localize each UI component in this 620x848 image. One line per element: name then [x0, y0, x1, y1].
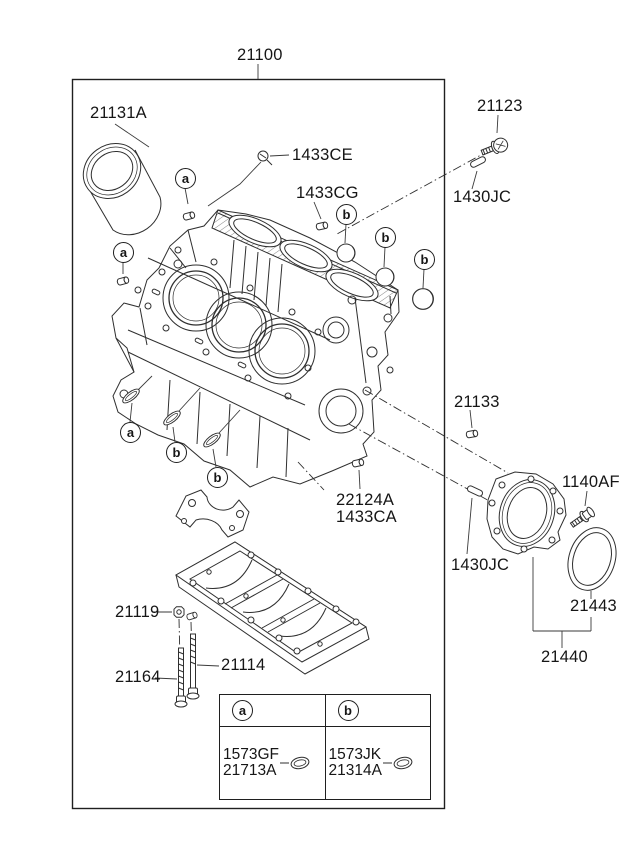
ref-letter-a: a — [232, 700, 253, 721]
part-label-21133[interactable]: 21133 — [454, 393, 500, 411]
diagram-frame — [71, 78, 446, 810]
ref-letter-b: b — [166, 442, 187, 463]
part-label-1430jc-rear[interactable]: 1430JC — [451, 556, 510, 574]
part-label-21440[interactable]: 21440 — [541, 648, 588, 666]
ref-letter-b: b — [414, 249, 435, 270]
legend-table-body: 1573GF 21713A 1573JK 21314A — [220, 727, 430, 799]
ref-letter-b: b — [375, 227, 396, 248]
part-label-21119[interactable]: 21119 — [115, 603, 160, 621]
part-label-21131a[interactable]: 21131A — [90, 104, 147, 122]
legend-table-header: a b — [220, 695, 430, 727]
legend-cell-b: 1573JK 21314A — [326, 727, 431, 799]
part-label-21114[interactable]: 21114 — [221, 656, 266, 674]
part-label-21100[interactable]: 21100 — [237, 46, 283, 64]
cylinder-liner-drawing — [82, 143, 162, 236]
part-label-1433ce[interactable]: 1433CE — [292, 146, 353, 164]
ref-letter-b: b — [337, 700, 359, 721]
part-label-1430jc-top[interactable]: 1430JC — [453, 188, 512, 206]
legend-header-a: a — [220, 695, 326, 726]
small-parts — [116, 137, 595, 708]
part-label-1573gf[interactable]: 1573GF — [223, 745, 280, 763]
cup-plug-icon — [382, 756, 413, 770]
ref-letter-b: b — [336, 204, 357, 225]
ref-letter-a: a — [120, 422, 141, 443]
ref-letter-a: a — [113, 242, 134, 263]
part-label-21164[interactable]: 21164 — [115, 668, 161, 686]
part-label-1433cg[interactable]: 1433CG — [296, 184, 359, 202]
ref-letter-b: b — [207, 467, 228, 488]
oring-seal-drawing — [567, 527, 617, 591]
part-label-22124a[interactable]: 22124A — [336, 491, 395, 509]
legend-table: a b 1573GF 21713A 1573JK 21314A — [219, 694, 431, 800]
part-label-21123[interactable]: 21123 — [477, 97, 523, 115]
bedplate-drawing — [175, 541, 370, 675]
leader-lines — [114, 64, 592, 680]
part-label-21314a[interactable]: 21314A — [328, 762, 382, 779]
seal-retainer-drawing — [486, 471, 567, 555]
part-label-1140af[interactable]: 1140AF — [562, 473, 620, 491]
part-label-1573jk[interactable]: 1573JK — [328, 745, 382, 763]
legend-cell-a: 1573GF 21713A — [220, 727, 326, 799]
legend-header-b: b — [326, 695, 431, 726]
bearing-cap-drawing — [175, 489, 250, 538]
part-label-21713a[interactable]: 21713A — [223, 762, 277, 779]
engine-block-drawing — [111, 209, 400, 488]
ref-letter-a: a — [175, 168, 196, 189]
part-label-1433ca[interactable]: 1433CA — [336, 508, 397, 526]
cup-plug-icon — [280, 756, 310, 770]
part-label-21443[interactable]: 21443 — [570, 597, 617, 615]
